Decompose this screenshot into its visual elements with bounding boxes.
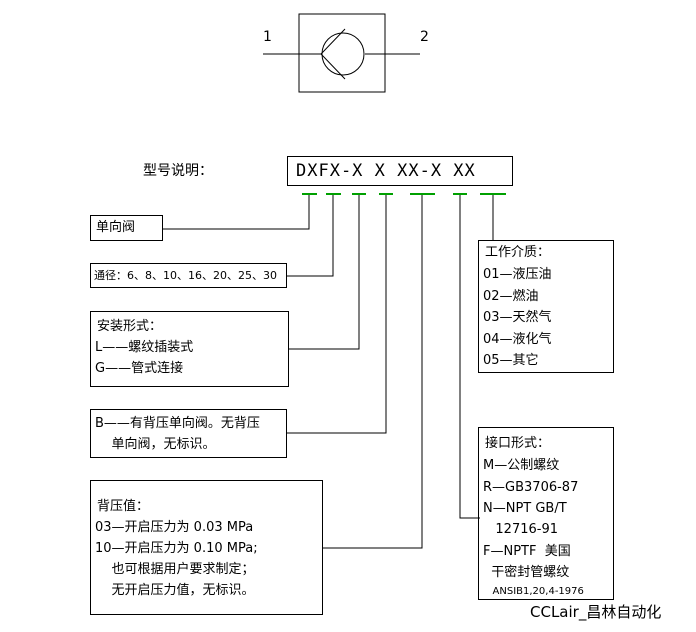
back-pressure-type-line: 单向阀，无标识。 bbox=[95, 437, 216, 452]
medium-line: 04—液化气 bbox=[483, 332, 552, 347]
seat-icon bbox=[320, 28, 346, 80]
box-diameter: 通径：6、8、10、16、20、25、30 bbox=[90, 263, 287, 288]
connector-check-valve bbox=[163, 194, 310, 230]
mounting-line: L——螺纹插装式 bbox=[95, 340, 194, 355]
port-type-line: ANSIB1,20,4-1976 bbox=[483, 586, 584, 597]
connector-lines bbox=[163, 194, 494, 549]
port-out-label: 2 bbox=[420, 29, 429, 45]
check-valve-symbol bbox=[263, 13, 420, 93]
box-mounting: 安装形式： L——螺纹插装式 G——管式连接 bbox=[90, 311, 289, 387]
medium-line: 03—天然气 bbox=[483, 310, 552, 325]
port-type-title: 接口形式： bbox=[485, 436, 551, 451]
medium-line: 02—燃油 bbox=[483, 289, 539, 304]
box-back-pressure-value: 背压值： 03—开启压力为 0.03 MPa 10—开启压力为 0.10 MPa… bbox=[90, 480, 323, 615]
connector-back-pressure-type bbox=[287, 194, 387, 434]
back-pressure-value-line: 03—开启压力为 0.03 MPa bbox=[95, 520, 254, 535]
watermark-text: CCLair_昌林自动化 bbox=[530, 603, 662, 621]
port-type-line: R—GB3706-87 bbox=[483, 480, 579, 495]
connector-port-type bbox=[459, 194, 480, 519]
model-label: 型号说明： bbox=[143, 163, 213, 179]
valve-body bbox=[298, 13, 386, 93]
box-check-valve: 单向阀 bbox=[90, 215, 163, 241]
connector-diameter bbox=[287, 194, 334, 277]
connector-back-pressure-value bbox=[323, 194, 423, 549]
box-medium: 工作介质： 01—液压油 02—燃油 03—天然气 04—液化气 05—其它 bbox=[478, 240, 614, 373]
mounting-title: 安装形式： bbox=[97, 319, 163, 334]
port-type-line: N—NPT GB/T bbox=[483, 501, 567, 516]
port-type-line: F—NPTF 美国 bbox=[483, 544, 571, 559]
port-type-line: M—公制螺纹 bbox=[483, 458, 560, 473]
back-pressure-value-title: 背压值： bbox=[97, 499, 150, 514]
model-code: DXFX-X X XX-X XX bbox=[287, 156, 513, 186]
ball-icon bbox=[321, 32, 365, 76]
port-type-line: 12716-91 bbox=[483, 522, 558, 537]
connector-mounting bbox=[289, 194, 360, 350]
check-valve-text: 单向阀 bbox=[96, 220, 136, 235]
medium-line: 05—其它 bbox=[483, 353, 539, 368]
mounting-line: G——管式连接 bbox=[95, 361, 184, 376]
port-in-label: 1 bbox=[263, 29, 272, 45]
back-pressure-value-line: 10—开启压力为 0.10 MPa; bbox=[95, 541, 258, 556]
back-pressure-value-line: 无开启压力值，无标识。 bbox=[95, 583, 255, 598]
back-pressure-value-line: 也可根据用户要求制定； bbox=[95, 562, 255, 577]
box-port-type: 接口形式： M—公制螺纹 R—GB3706-87 N—NPT GB/T 1271… bbox=[478, 427, 614, 600]
medium-title: 工作介质： bbox=[485, 245, 551, 260]
diameter-text: 通径：6、8、10、16、20、25、30 bbox=[94, 269, 277, 282]
medium-line: 01—液压油 bbox=[483, 267, 552, 282]
back-pressure-type-line: B——有背压单向阀。无背压 bbox=[95, 416, 260, 431]
box-back-pressure-type: B——有背压单向阀。无背压 单向阀，无标识。 bbox=[90, 409, 287, 458]
port-type-line: 干密封管螺纹 bbox=[483, 565, 570, 580]
